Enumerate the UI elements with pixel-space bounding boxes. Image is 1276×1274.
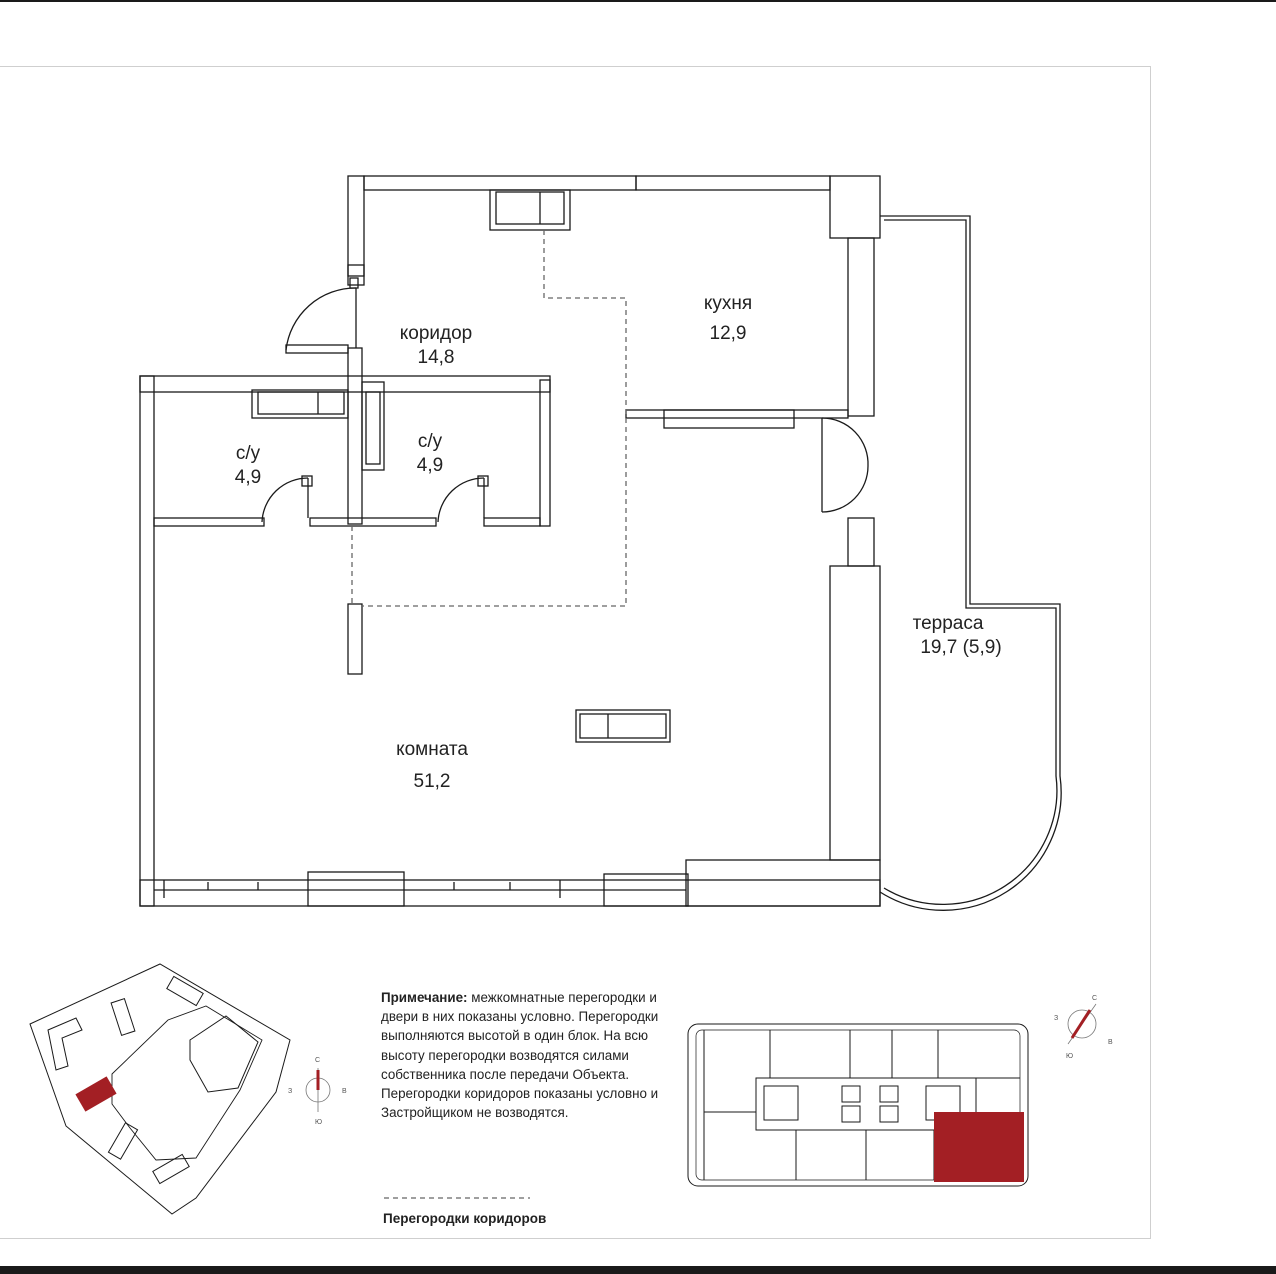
legend-dashed-label: Перегородки коридоров	[383, 1211, 547, 1226]
room-corridor-area: 14,8	[417, 347, 455, 368]
bottom-border	[0, 1266, 1276, 1274]
doors	[261, 277, 869, 523]
terrace-outline	[879, 215, 1062, 911]
site-plan-highlight	[75, 1076, 117, 1112]
dashed-partitions	[351, 230, 627, 607]
outer-walls	[139, 175, 881, 907]
room-bath-2: с/у 4,9	[390, 430, 470, 478]
note-text: межкомнатные перегородки и двери в них п…	[381, 990, 659, 1121]
room-kitchen-name: кухня	[703, 293, 753, 314]
room-corridor-name: коридор	[399, 323, 473, 344]
room-bath-2-area: 4,9	[416, 455, 444, 476]
floor-compass: С Ю З В	[1054, 995, 1113, 1060]
room-terrace-name: терраса	[912, 613, 984, 634]
site-compass-west: З	[288, 1088, 292, 1095]
plan-sheet	[0, 66, 1151, 1239]
room-living-area: 51,2	[413, 771, 451, 792]
floor-compass-west: З	[1054, 1015, 1058, 1022]
room-corridor: коридор 14,8	[376, 322, 496, 370]
floor-compass-east: В	[1108, 1039, 1113, 1046]
top-border	[0, 0, 1276, 2]
floor-compass-south: Ю	[1066, 1053, 1073, 1060]
site-compass-south: Ю	[315, 1119, 322, 1126]
site-compass-east: В	[342, 1088, 347, 1095]
site-plan	[29, 963, 291, 1215]
room-terrace-area: 19,7 (5,9)	[920, 637, 1002, 658]
floor-compass-north: С	[1092, 995, 1097, 1002]
plan-note: Примечание: межкомнатные перегородки и д…	[381, 988, 671, 1122]
room-bath-2-name: с/у	[417, 431, 443, 452]
room-bath-1-area: 4,9	[234, 467, 262, 488]
room-bath-1-name: с/у	[235, 443, 261, 464]
site-compass-north: С	[315, 1057, 320, 1064]
shafts	[251, 189, 671, 743]
room-kitchen-area: 12,9	[709, 323, 747, 344]
site-compass: С Ю З В	[288, 1057, 347, 1126]
room-living-name: комната	[396, 739, 468, 760]
room-kitchen: кухня 12,9	[668, 292, 788, 346]
room-living: комната 51,2	[372, 738, 492, 794]
note-title: Примечание:	[381, 990, 468, 1005]
room-terrace: терраса 19,7 (5,9)	[888, 612, 1008, 660]
floor-key-highlight	[934, 1112, 1024, 1182]
floor-key-plan	[687, 1023, 1029, 1187]
room-bath-1: с/у 4,9	[208, 442, 288, 490]
